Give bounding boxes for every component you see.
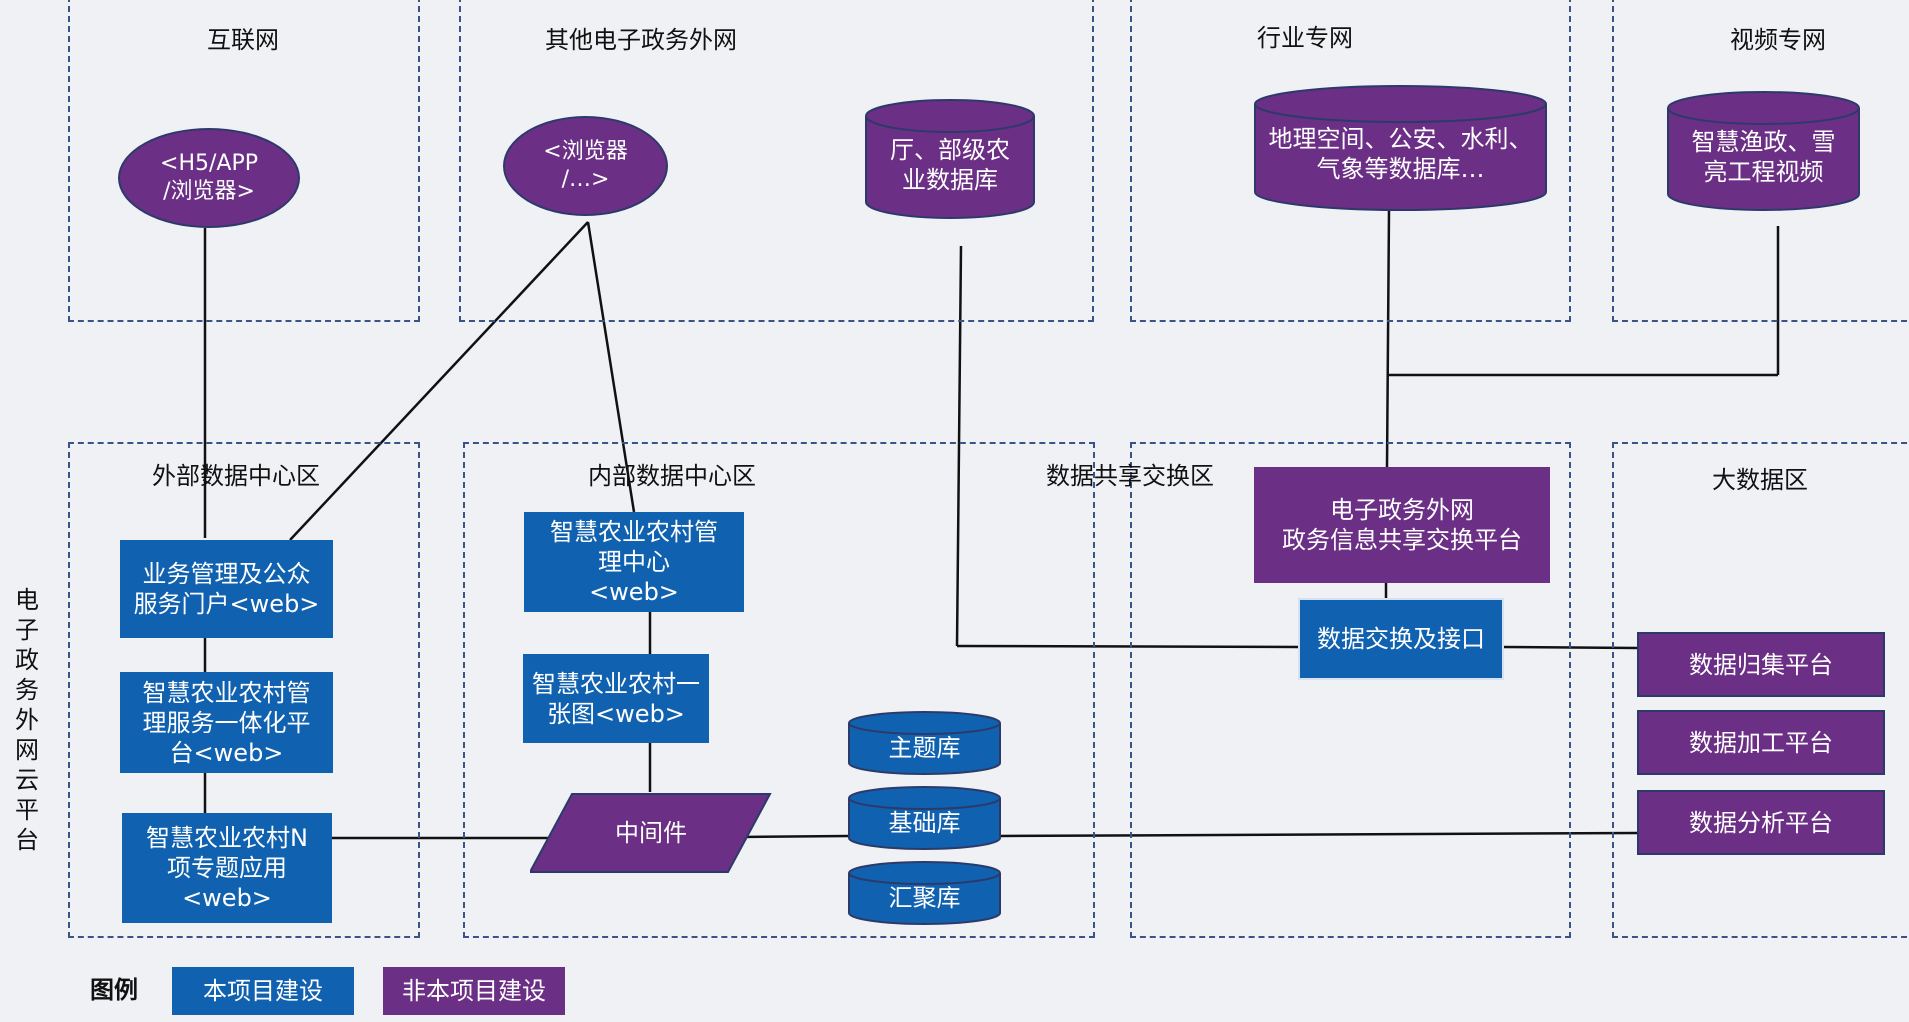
data-interface-box: 数据交换及接口: [1298, 598, 1504, 680]
zone-label-bigdata: 大数据区: [1712, 466, 1808, 494]
base-db-label: 基础库: [888, 809, 961, 837]
zone-label-video: 视频专网: [1730, 26, 1826, 54]
zone-internet: [68, 0, 420, 322]
legend-title: 图例: [90, 976, 138, 1004]
middleware-label: 中间件: [615, 819, 687, 847]
line-db-analysis: [999, 831, 1638, 838]
zone-int-dc: [463, 442, 1095, 938]
agri-database-cylinder: 厅、部级农 业数据库: [864, 98, 1036, 220]
browser-node: <浏览器 /…>: [503, 116, 668, 216]
zone-industry: [1130, 0, 1571, 322]
line-browser-mgmt: [586, 221, 636, 513]
h5-app-browser-node: <H5/APP /浏览器>: [118, 128, 300, 228]
zone-label-industry: 行业专网: [1257, 24, 1353, 52]
legend-in-project: 本项目建设: [172, 967, 354, 1015]
zone-label-ext-dc: 外部数据中心区: [152, 462, 320, 490]
geo-database-label: 地理空间、公安、水利、 气象等数据库…: [1268, 125, 1533, 183]
portal-box: 业务管理及公众 服务门户<web>: [120, 540, 333, 638]
zone-label-other-gov: 其他电子政务外网: [545, 26, 737, 54]
zone-bigdata: [1612, 442, 1909, 938]
gov-exchange-platform-box: 电子政务外网 政务信息共享交换平台: [1254, 467, 1550, 583]
line-middleware-db: [739, 834, 849, 839]
mgmt-center-box: 智慧农业农村管 理中心 <web>: [524, 512, 744, 612]
zone-other-gov: [459, 0, 1094, 322]
zone-exchange: [1130, 442, 1571, 938]
line-agridb-interface: [956, 644, 1299, 649]
data-process-platform-box: 数据加工平台: [1637, 710, 1885, 775]
base-db-cylinder: 基础库: [847, 785, 1002, 851]
agri-database-label: 厅、部级农 业数据库: [890, 136, 1010, 194]
one-map-box: 智慧农业农村一 张图<web>: [523, 654, 709, 743]
zone-label-int-dc: 内部数据中心区: [588, 462, 756, 490]
special-apps-box: 智慧农业农村N 项专题应用 <web>: [122, 813, 332, 923]
data-collect-platform-box: 数据归集平台: [1637, 632, 1885, 697]
zone-ext-dc: [68, 442, 420, 938]
agg-db-cylinder: 汇聚库: [847, 860, 1002, 926]
zone-label-internet: 互联网: [207, 26, 279, 54]
middleware-node: 中间件: [530, 792, 772, 874]
legend-not-in-project: 非本项目建设: [383, 967, 565, 1015]
agg-db-label: 汇聚库: [888, 884, 961, 912]
zone-label-exchange: 数据共享交换区: [1046, 462, 1214, 490]
integrated-platform-box: 智慧农业农村管 理服务一体化平 台<web>: [120, 672, 333, 773]
line-browser-portal: [289, 221, 589, 541]
cloud-platform-label: 电子政务外网云平台: [15, 586, 39, 854]
geo-database-cylinder: 地理空间、公安、水利、 气象等数据库…: [1253, 84, 1548, 212]
line-agridb-down: [955, 245, 963, 647]
line-geo-down: [1385, 209, 1391, 468]
video-database-label: 智慧渔政、雪 亮工程视频: [1691, 128, 1836, 186]
theme-db-cylinder: 主题库: [847, 710, 1002, 776]
theme-db-label: 主题库: [888, 734, 961, 762]
zone-video: [1612, 0, 1909, 322]
video-database-cylinder: 智慧渔政、雪 亮工程视频: [1666, 90, 1861, 212]
data-analysis-platform-box: 数据分析平台: [1637, 790, 1885, 855]
